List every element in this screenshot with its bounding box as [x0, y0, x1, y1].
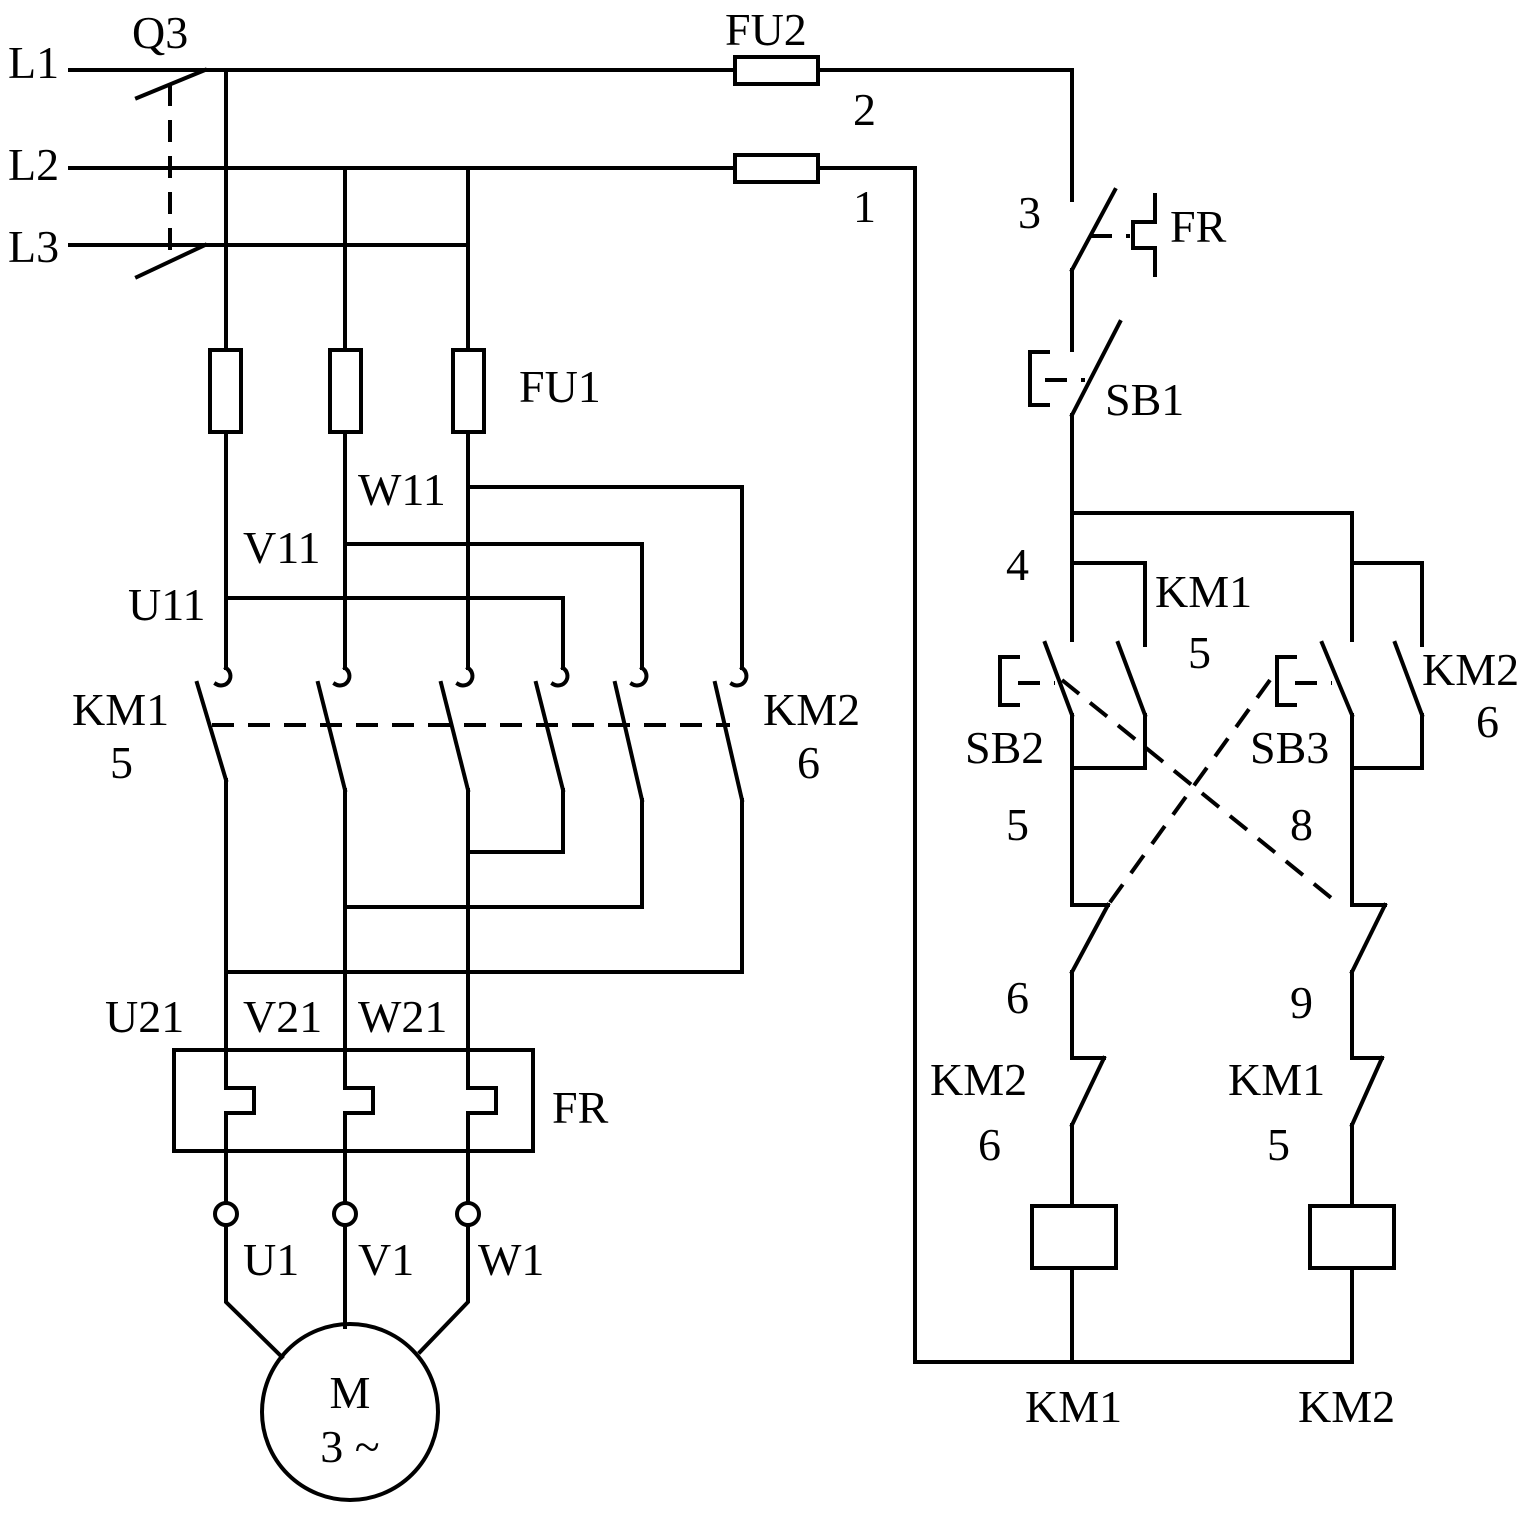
sb3-button-icon — [1275, 655, 1297, 707]
label-node-6: 6 — [1006, 972, 1029, 1023]
button-interlock-sb3 — [1106, 678, 1272, 907]
label-q3: Q3 — [132, 7, 188, 58]
sb2-button-icon — [998, 655, 1020, 707]
km2-aux-contact — [1392, 640, 1425, 718]
sb2-contact — [1042, 640, 1075, 718]
label-l1: L1 — [8, 37, 59, 88]
label-node-9: 9 — [1290, 977, 1313, 1028]
fuse-fu2-l1 — [733, 55, 820, 86]
fr-nc-contact — [1069, 187, 1118, 273]
label-km1-interlock-n: 5 — [1267, 1119, 1290, 1170]
fuse-fu1-u — [208, 348, 243, 434]
label-u1: U1 — [243, 1234, 299, 1285]
label-w21: W21 — [358, 991, 447, 1042]
fuse-fu1-w — [451, 348, 486, 434]
label-motor-m: M — [330, 1367, 371, 1418]
label-km2-main-n: 6 — [797, 737, 820, 788]
label-v21: V21 — [243, 991, 322, 1042]
label-fu2: FU2 — [725, 4, 807, 55]
label-km1-coil: KM1 — [1025, 1381, 1122, 1432]
label-w1: W1 — [478, 1234, 544, 1285]
km2-coil — [1308, 1204, 1396, 1270]
label-u21: U21 — [105, 991, 184, 1042]
km1-contact-v — [315, 680, 348, 793]
sb1-button-icon — [1028, 350, 1050, 407]
label-node-2: 2 — [853, 84, 876, 135]
label-l3: L3 — [8, 221, 59, 272]
label-fu1: FU1 — [519, 361, 601, 412]
km2-contact-w — [712, 680, 745, 803]
button-interlock-sb2 — [1060, 678, 1342, 907]
km2-interlock-contact — [1069, 1055, 1107, 1128]
label-km2-aux-n: 6 — [1476, 696, 1499, 747]
fr-thermal-symbol — [1131, 193, 1157, 277]
km1-coil — [1030, 1204, 1118, 1270]
control-circuit — [816, 68, 1425, 1364]
sb1-contact — [1069, 319, 1123, 418]
label-w11: W11 — [358, 464, 446, 515]
thermal-overload-fr — [172, 1048, 535, 1153]
km2-contact-u — [533, 680, 566, 793]
label-km1-interlock: KM1 — [1228, 1054, 1325, 1105]
fuse-fu2-l2 — [733, 153, 820, 184]
label-v11: V11 — [243, 522, 321, 573]
label-fr-main: FR — [552, 1082, 609, 1133]
label-node-1: 1 — [853, 181, 876, 232]
label-node-5: 5 — [1006, 799, 1029, 850]
label-l2: L2 — [8, 139, 59, 190]
km1-contact-u — [194, 680, 229, 783]
km1-aux-contact — [1115, 640, 1148, 718]
motor-m — [260, 1322, 440, 1502]
label-u11: U11 — [128, 579, 206, 630]
label-node-8: 8 — [1290, 799, 1313, 850]
label-km2-aux: KM2 — [1422, 644, 1519, 695]
label-km2-coil: KM2 — [1298, 1381, 1395, 1432]
label-sb2: SB2 — [965, 722, 1044, 773]
label-km2-main: KM2 — [763, 684, 860, 735]
fuse-fu1-v — [328, 348, 363, 434]
label-node-3: 3 — [1018, 187, 1041, 238]
terminal-v1 — [332, 1201, 358, 1227]
label-sb1: SB1 — [1105, 374, 1184, 425]
label-motor-phase: 3 ~ — [320, 1421, 379, 1472]
km1-contact-w — [438, 680, 471, 793]
terminal-u1 — [213, 1201, 239, 1227]
label-v1: V1 — [358, 1234, 414, 1285]
sb3-contact — [1319, 640, 1355, 718]
km1-interlock-contact — [1349, 1055, 1385, 1128]
label-fr-ctrl: FR — [1170, 201, 1227, 252]
main-circuit — [172, 68, 749, 1502]
label-km1-aux-n: 5 — [1188, 627, 1211, 678]
label-km1-main: KM1 — [72, 684, 169, 735]
label-node-4: 4 — [1006, 539, 1029, 590]
label-km1-aux: KM1 — [1155, 566, 1252, 617]
power-lines — [68, 68, 737, 247]
label-km2-interlock-n: 6 — [978, 1119, 1001, 1170]
labels: L1 L2 L3 Q3 FU2 2 1 FU1 W11 V11 U11 KM1 … — [8, 4, 1519, 1472]
terminal-w1 — [455, 1201, 481, 1227]
label-sb3: SB3 — [1250, 722, 1329, 773]
main-switch-q3 — [134, 67, 208, 280]
label-km2-interlock: KM2 — [930, 1054, 1027, 1105]
km2-contact-v — [612, 680, 645, 803]
label-km1-main-n: 5 — [110, 737, 133, 788]
